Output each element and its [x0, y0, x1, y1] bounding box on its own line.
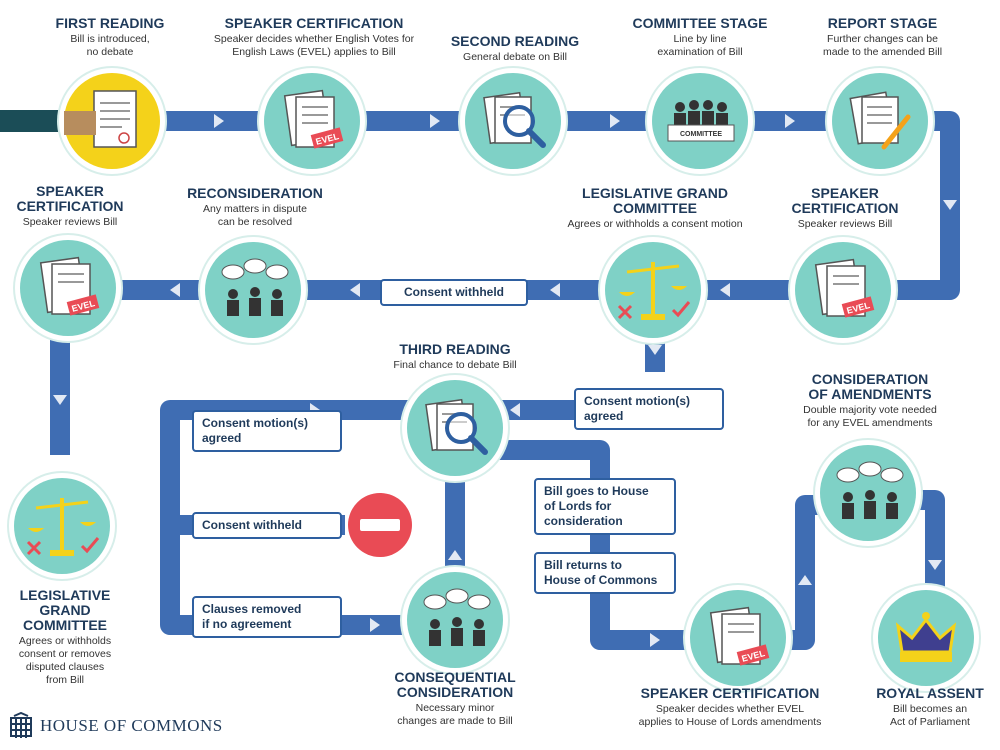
svg-text:COMMITTEE: COMMITTEE: [680, 131, 722, 138]
stage-title: FIRST READING: [55, 15, 165, 31]
scales-icon-top: [605, 242, 701, 338]
stage-desc: Bill is introduced,no debate: [70, 33, 150, 58]
stage-title: RECONSIDERATION: [187, 185, 323, 201]
committee-stage-icon: COMMITTEE: [652, 73, 748, 169]
stage-title: SPEAKER CERTIFICATION: [640, 685, 820, 701]
house-of-commons-logo: HOUSE OF COMMONS: [8, 712, 223, 740]
royal-assent-crown-icon: [878, 590, 974, 686]
stage-title: REPORT STAGE: [827, 15, 938, 31]
consideration-of-amendments-icon: [820, 445, 916, 541]
stage-title: COMMITTEE STAGE: [632, 15, 768, 31]
first-reading-stage: FIRST READING Bill is introduced,no deba…: [30, 16, 190, 59]
stage-title: ROYAL ASSENT: [876, 685, 984, 701]
logo-text: HOUSE OF COMMONS: [40, 716, 223, 735]
first-reading-icon: [64, 73, 160, 169]
second-reading-stage: SECOND READING General debate on Bill: [430, 34, 600, 64]
stage-desc: Speaker reviews Bill: [22, 216, 118, 228]
second-reading-icon: [465, 73, 561, 169]
speaker-review-evel-icon-left: EVEL: [20, 240, 116, 336]
stage-desc: Speaker decides whether English Votes fo…: [213, 33, 415, 58]
stage-desc: Agrees or withholds a consent motion: [567, 218, 743, 230]
label-consent-motion-agreed-left: Consent motion(s)agreed: [192, 410, 342, 452]
speaker-certification-stage-1: SPEAKER CERTIFICATION Speaker decides wh…: [196, 16, 432, 59]
stage-title: SECOND READING: [450, 33, 580, 49]
speaker-review-evel-icon-right: EVEL: [795, 242, 891, 338]
speaker-certification-evel-icon-bottom: EVEL: [690, 590, 786, 686]
stage-desc: General debate on Bill: [463, 51, 567, 63]
stage-title: SPEAKER CERTIFICATION: [224, 15, 404, 31]
speaker-certification-evel-icon: EVEL: [264, 73, 360, 169]
third-reading-icon: [407, 380, 503, 476]
report-stage-icon: [832, 73, 928, 169]
label-consent-withheld-top: Consent withheld: [380, 279, 528, 306]
stage-desc: Speaker reviews Bill: [797, 218, 893, 230]
speaker-certification-stage-bottom: SPEAKER CERTIFICATION Speaker decides wh…: [620, 686, 840, 729]
reconsideration-icon: [205, 242, 301, 338]
label-consent-motion-agreed-right: Consent motion(s)agreed: [574, 388, 724, 430]
portcullis-icon: [10, 712, 32, 738]
consequential-consideration-icon: [407, 572, 503, 668]
third-reading-stage: THIRD READING Final chance to debate Bil…: [370, 342, 540, 372]
scales-icon-left: [14, 478, 110, 574]
label-consent-withheld-left: Consent withheld: [192, 512, 342, 539]
stage-title: THIRD READING: [399, 341, 511, 357]
stage-desc: Final chance to debate Bill: [393, 359, 517, 371]
